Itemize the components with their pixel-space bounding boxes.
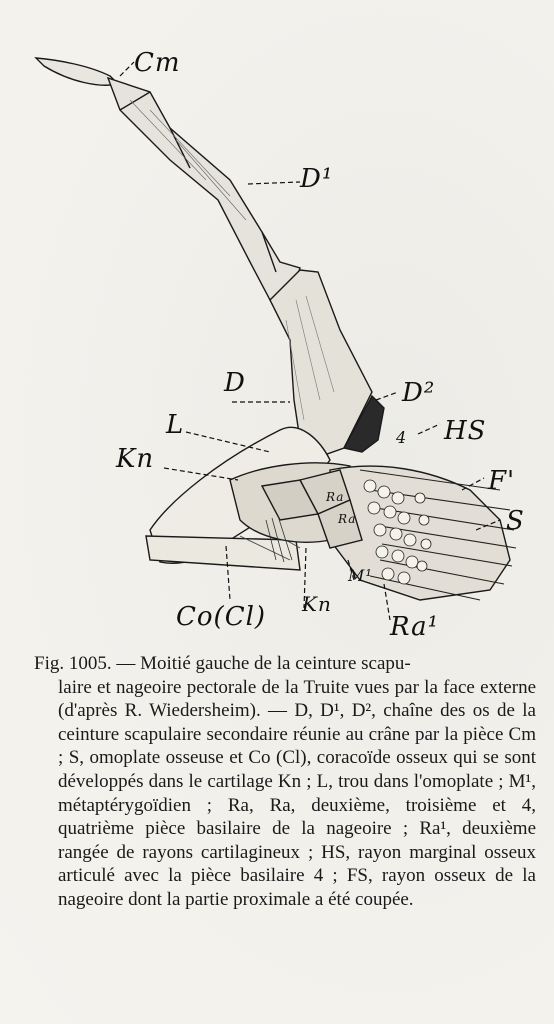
label-kn-bottom: Kn <box>302 592 332 616</box>
cm-bone <box>36 58 118 85</box>
caption-first-line: Fig. 1005. — Moitié gauche de la ceintur… <box>34 652 536 676</box>
label-s: S <box>506 506 525 536</box>
label-m1: M¹ <box>348 566 373 585</box>
label-ra-inner-1: Ra <box>326 490 344 504</box>
d1-bone <box>108 78 300 300</box>
label-l: L <box>166 410 184 440</box>
label-cm: Cm <box>134 48 181 78</box>
label-co-cl: Co(Cl) <box>176 602 266 632</box>
label-ra-inner-2: Ra <box>338 512 356 526</box>
label-d1: D¹ <box>300 164 333 194</box>
label-kn-left: Kn <box>116 444 154 474</box>
label-four: 4 <box>396 428 407 447</box>
label-d2: D² <box>402 378 435 408</box>
label-hs: HS <box>444 416 487 446</box>
caption-body: laire et nageoire pectorale de la Truite… <box>34 676 536 912</box>
label-ra1: Ra¹ <box>390 612 439 642</box>
label-f-prime: F' <box>488 466 515 496</box>
label-d: D <box>224 368 246 398</box>
figure-caption: Fig. 1005. — Moitié gauche de la ceintur… <box>34 652 536 912</box>
anatomical-illustration <box>0 0 554 650</box>
